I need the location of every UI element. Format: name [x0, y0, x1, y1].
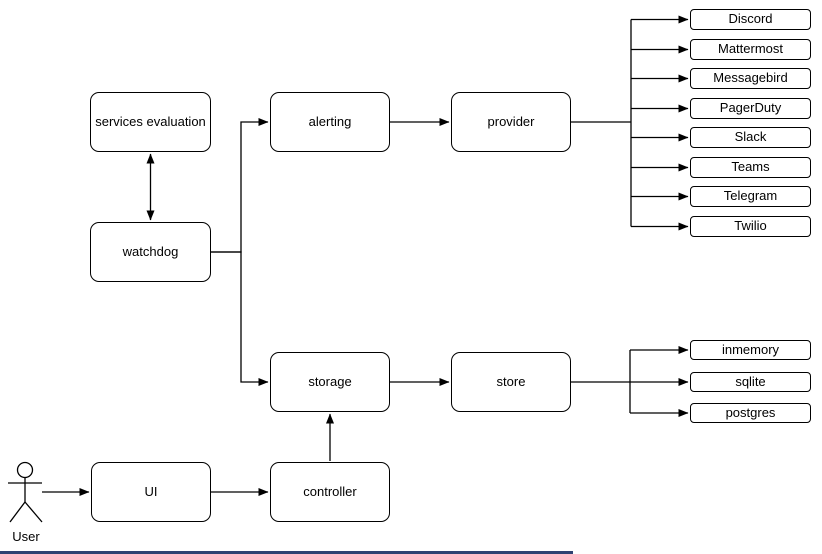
node-provider-telegram-label: Telegram — [723, 188, 778, 204]
node-provider-messagebird-label: Messagebird — [713, 70, 788, 86]
node-provider-teams: Teams — [690, 157, 811, 178]
node-provider: provider — [451, 92, 571, 152]
edge-watchdog-alerting — [211, 118, 269, 253]
node-store-postgres: postgres — [690, 403, 811, 423]
node-provider-messagebird: Messagebird — [690, 68, 811, 89]
node-provider-pagerduty-label: PagerDuty — [719, 100, 782, 116]
node-provider-pagerduty: PagerDuty — [690, 98, 811, 119]
node-alerting: alerting — [270, 92, 390, 152]
node-services-evaluation: services evaluation — [90, 92, 211, 152]
edge-watchdog-storage — [211, 251, 269, 386]
node-ui: UI — [91, 462, 211, 522]
node-storage: storage — [270, 352, 390, 412]
node-provider-telegram: Telegram — [690, 186, 811, 207]
node-ui-label: UI — [144, 483, 158, 499]
node-alerting-label: alerting — [308, 113, 352, 129]
node-provider-mattermost-label: Mattermost — [717, 41, 783, 57]
horizontal-scrollbar[interactable] — [0, 551, 573, 554]
node-services-evaluation-label: services evaluation — [95, 113, 206, 129]
user-actor-label: User — [12, 529, 40, 544]
node-provider-twilio-label: Twilio — [734, 218, 767, 234]
node-storage-label: storage — [308, 373, 352, 389]
node-provider-discord-label: Discord — [728, 11, 773, 27]
edge-provider-trunk — [571, 19, 632, 227]
node-store-inmemory-label: inmemory — [721, 341, 780, 357]
node-provider-label: provider — [487, 113, 535, 129]
node-store-label: store — [496, 373, 526, 389]
node-store: store — [451, 352, 571, 412]
node-provider-twilio: Twilio — [690, 216, 811, 237]
node-store-sqlite-label: sqlite — [735, 373, 766, 389]
node-provider-discord: Discord — [690, 9, 811, 30]
node-store-postgres-label: postgres — [725, 404, 776, 420]
edge-store-trunk — [571, 350, 631, 413]
user-actor-icon — [8, 461, 43, 523]
node-store-inmemory: inmemory — [690, 340, 811, 360]
node-provider-teams-label: Teams — [731, 159, 770, 175]
node-provider-mattermost: Mattermost — [690, 39, 811, 60]
node-watchdog: watchdog — [90, 222, 211, 282]
node-controller: controller — [270, 462, 390, 522]
node-provider-slack: Slack — [690, 127, 811, 148]
node-provider-slack-label: Slack — [734, 129, 767, 145]
node-store-sqlite: sqlite — [690, 372, 811, 392]
node-controller-label: controller — [303, 483, 357, 499]
node-watchdog-label: watchdog — [122, 243, 179, 259]
